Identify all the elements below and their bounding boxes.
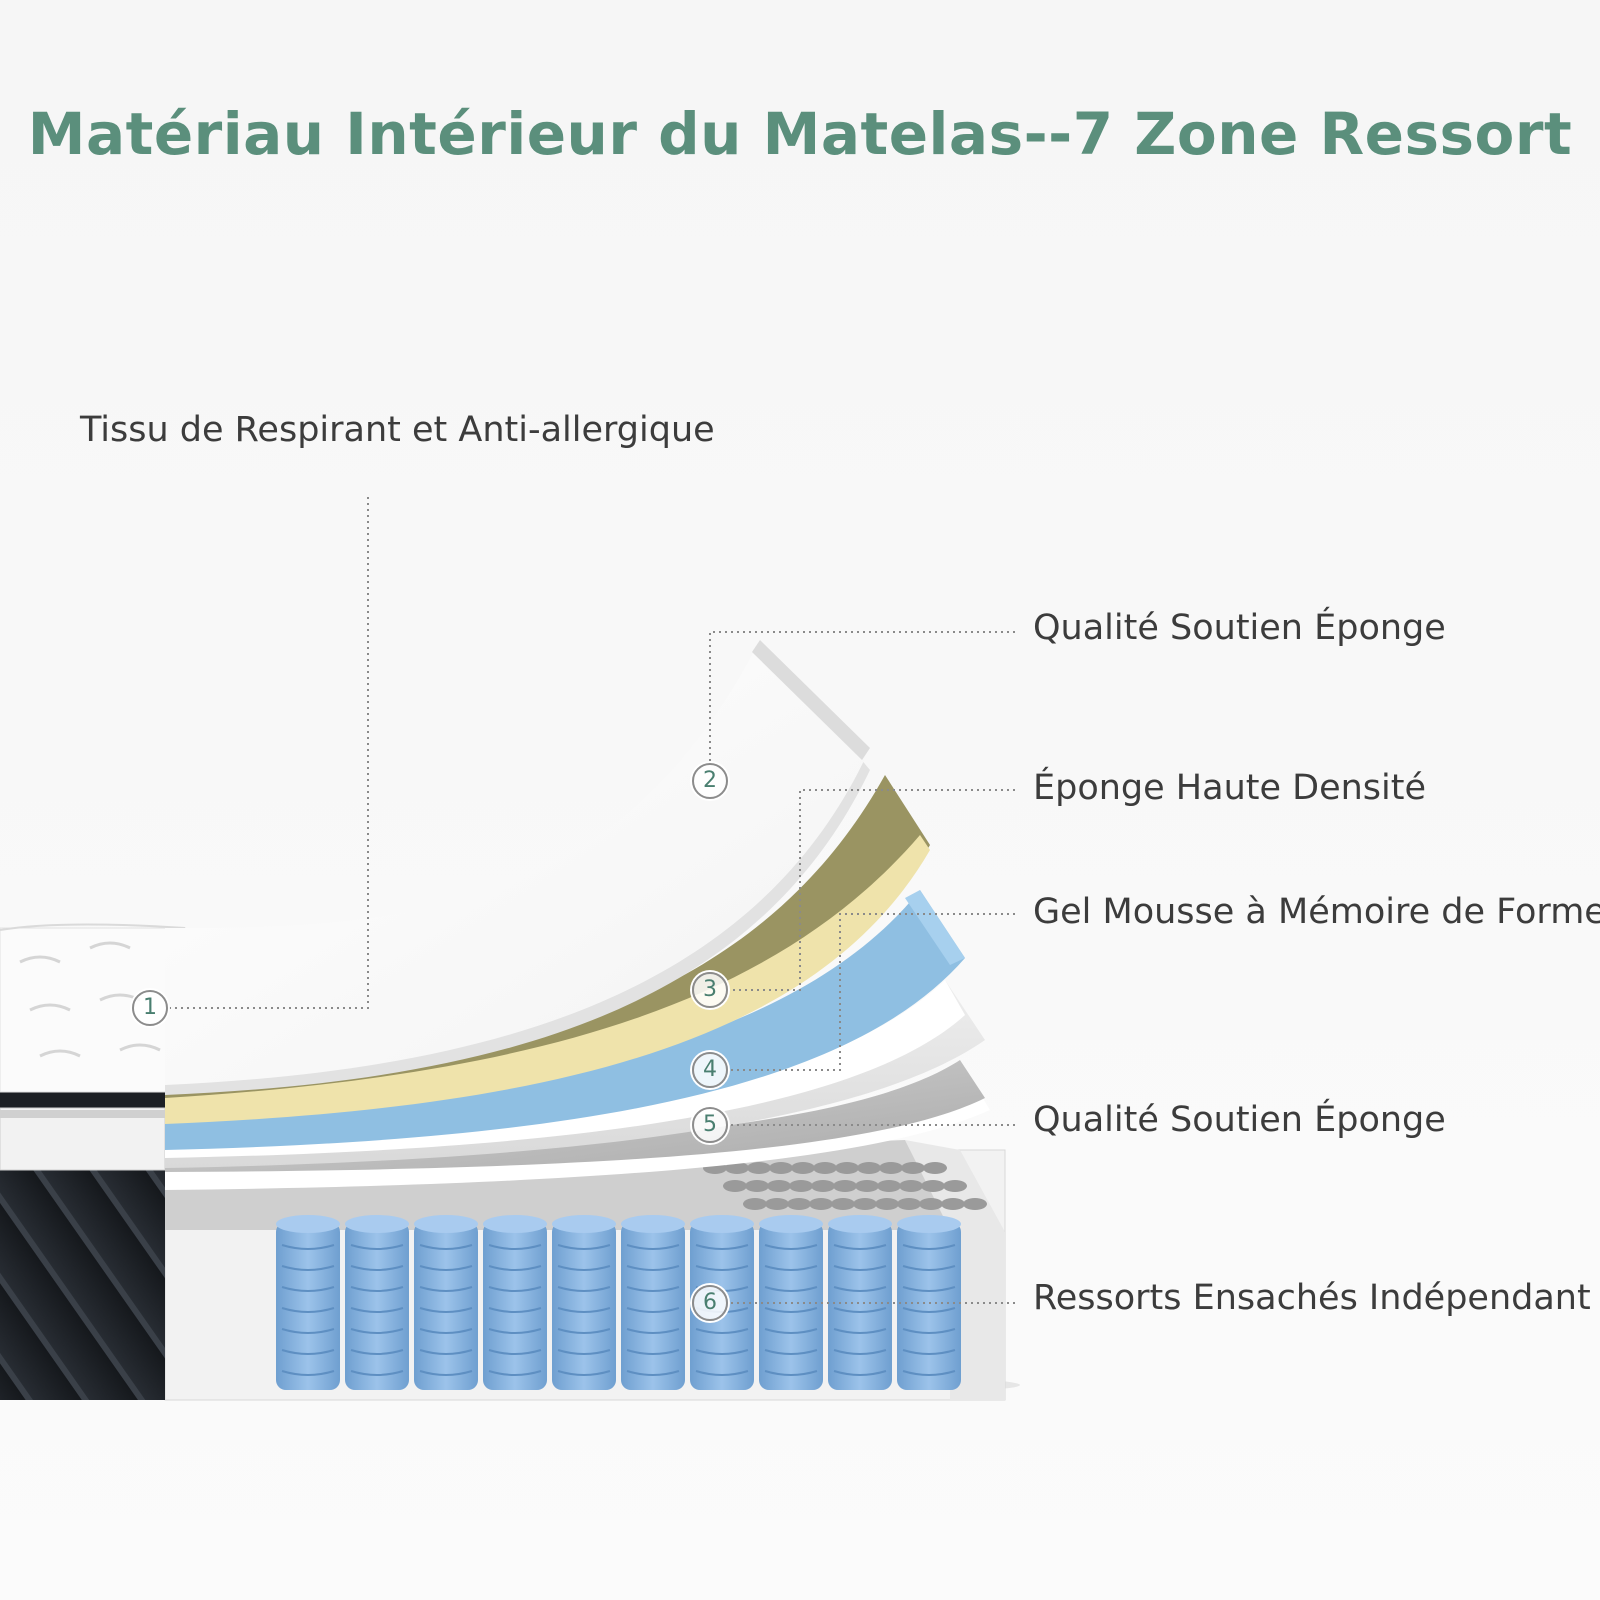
spring-top <box>811 1180 835 1192</box>
spring-top <box>877 1180 901 1192</box>
label-layer-2: Qualité Soutien Éponge <box>1033 608 1446 648</box>
badge-layer-5: 5 <box>692 1107 728 1143</box>
layer-gel-memory-foam <box>165 890 965 1150</box>
pocket-spring <box>828 1215 892 1390</box>
spring-top <box>767 1180 791 1192</box>
spring-top <box>921 1180 945 1192</box>
pocket-spring <box>759 1215 823 1390</box>
spring-top <box>725 1162 749 1174</box>
pocket-spring <box>276 1215 340 1390</box>
spring-top <box>943 1180 967 1192</box>
spring-top <box>765 1198 789 1210</box>
pocket-spring <box>345 1215 409 1390</box>
badge-layer-1: 1 <box>132 990 168 1026</box>
spring-top <box>835 1162 859 1174</box>
spring-top <box>787 1198 811 1210</box>
spring-top <box>791 1162 815 1174</box>
pocket-spring <box>621 1215 685 1390</box>
spring-top <box>809 1198 833 1210</box>
page-title: Matériau Intérieur du Matelas--7 Zone Re… <box>27 100 1573 168</box>
pocket-spring <box>414 1215 478 1390</box>
pocket-spring-icon <box>703 1162 987 1210</box>
leader-line-2 <box>709 631 1015 762</box>
spring-top <box>769 1162 793 1174</box>
label-layer-4: Gel Mousse à Mémoire de Forme <box>1033 892 1600 932</box>
mattress-side-panel <box>0 1092 166 1400</box>
spring-top <box>879 1162 903 1174</box>
spring-top <box>853 1198 877 1210</box>
leader-line-3 <box>730 789 1015 991</box>
spring-top <box>833 1180 857 1192</box>
spring-top <box>897 1198 921 1210</box>
label-layer-5: Qualité Soutien Éponge <box>1033 1100 1446 1140</box>
spring-base <box>164 1140 1006 1401</box>
badge-layer-6: 6 <box>692 1285 728 1321</box>
badge-layer-4: 4 <box>692 1052 728 1088</box>
spring-top <box>901 1162 925 1174</box>
pocket-spring <box>897 1215 961 1390</box>
layer-2-support-foam <box>165 640 870 1095</box>
pocket-spring <box>483 1215 547 1390</box>
spring-top <box>857 1162 881 1174</box>
badge-layer-2: 2 <box>692 763 728 799</box>
leader-lines <box>168 497 1015 1304</box>
leader-line-1 <box>168 497 369 1009</box>
label-layer-3: Éponge Haute Densité <box>1033 768 1427 808</box>
pocket-spring <box>552 1215 616 1390</box>
spring-top <box>941 1198 965 1210</box>
spring-top <box>813 1162 837 1174</box>
spring-top <box>875 1198 899 1210</box>
badge-layer-3: 3 <box>692 972 728 1008</box>
spring-top <box>789 1180 813 1192</box>
spring-top <box>745 1180 769 1192</box>
spring-top <box>747 1162 771 1174</box>
spring-top <box>919 1198 943 1210</box>
spring-top <box>855 1180 879 1192</box>
spring-top <box>743 1198 767 1210</box>
leader-line-4 <box>730 913 1015 1071</box>
spring-top <box>963 1198 987 1210</box>
spring-top <box>723 1180 747 1192</box>
spring-top <box>831 1198 855 1210</box>
label-layer-6: Ressorts Ensachés Indépendant <box>1033 1278 1591 1318</box>
spring-top <box>923 1162 947 1174</box>
spring-top <box>899 1180 923 1192</box>
label-layer-1: Tissu de Respirant et Anti-allergique <box>80 410 715 450</box>
